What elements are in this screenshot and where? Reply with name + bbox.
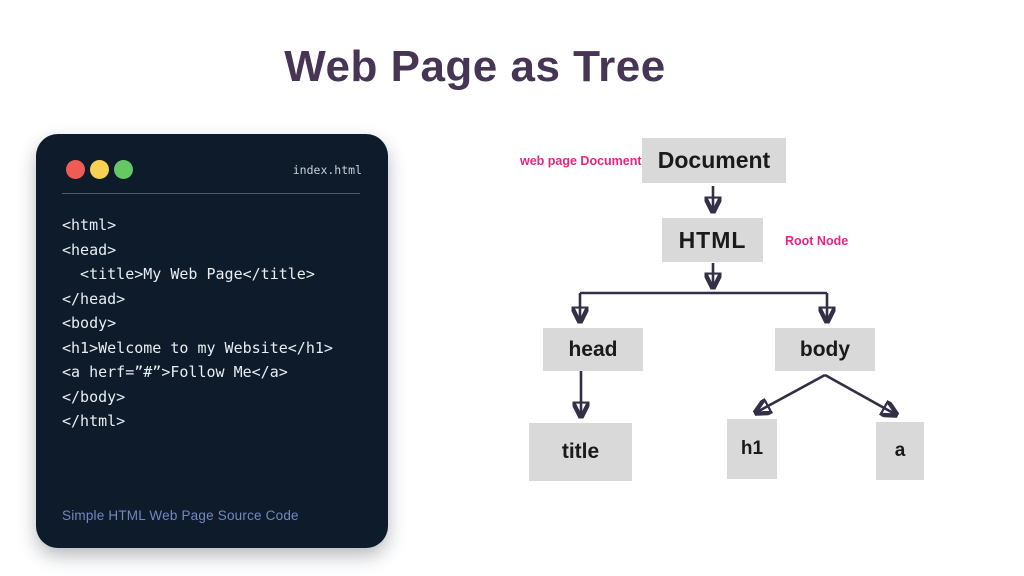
page-title: Web Page as Tree	[284, 42, 666, 91]
code-line: <head>	[62, 240, 117, 259]
filename-label: index.html	[292, 163, 362, 177]
window-titlebar: index.html	[36, 134, 388, 193]
code-caption: Simple HTML Web Page Source Code	[62, 508, 299, 523]
tree-node-h1: h1	[727, 419, 777, 479]
window-maximize-button[interactable]	[114, 160, 133, 179]
dom-tree-diagram: Document HTML head body title h1 a web p…	[460, 120, 1000, 520]
tree-node-head: head	[543, 328, 643, 371]
window-minimize-button[interactable]	[90, 160, 109, 179]
tree-node-document: Document	[642, 138, 786, 183]
code-line: <a herf=”#”>Follow Me</a>	[62, 363, 288, 381]
annotation-root-node: Root Node	[785, 234, 849, 248]
code-line: <body>	[62, 314, 117, 332]
titlebar-divider	[62, 193, 360, 194]
code-line: </head>	[62, 289, 126, 308]
edge-body-a	[824, 373, 895, 414]
tree-node-body: body	[775, 328, 875, 371]
code-block: <html> <head> <title>My Web Page</title> <…	[62, 213, 333, 434]
edge-body-h1	[757, 373, 826, 412]
tree-node-title: title	[529, 423, 632, 481]
code-line: </html>	[62, 412, 126, 430]
code-line: </body>	[62, 387, 126, 406]
tree-node-html: HTML	[662, 218, 763, 262]
annotation-web-page-document: web page Document	[520, 154, 642, 168]
tree-edges	[460, 186, 1000, 520]
code-line: <html>	[62, 216, 117, 234]
tree-node-a: a	[876, 422, 924, 480]
window-controls	[66, 160, 133, 179]
window-close-button[interactable]	[66, 160, 85, 179]
code-line: <h1>Welcome to my Website</h1>	[62, 338, 333, 357]
code-editor-window: index.html <html> <head> <title>My Web Pa…	[36, 134, 388, 548]
code-line: <title>My Web Page</title>	[62, 265, 315, 283]
